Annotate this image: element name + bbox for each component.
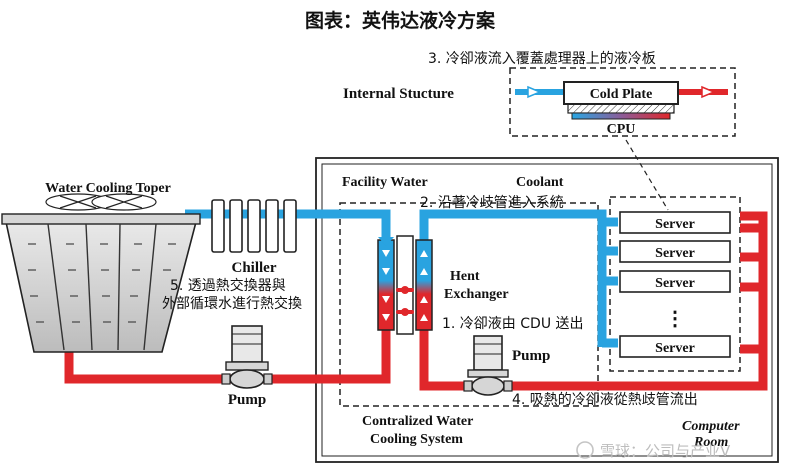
- server-box: [619, 240, 731, 263]
- right-pump-housing: [471, 376, 505, 396]
- heat-transfer-dot-icon: [401, 286, 409, 294]
- chiller-fin: [283, 199, 297, 253]
- facility-water-label: Facility Water: [342, 175, 428, 190]
- server-item: Server: [619, 240, 731, 263]
- cooling-tower-water-dashes: [28, 243, 176, 323]
- step-2-label: 2. 沿著冷歧管進入系統: [420, 195, 564, 211]
- step-1-label: 1. 冷卻液由 CDU 送出: [442, 316, 584, 332]
- left-pump-housing: [229, 369, 265, 389]
- water-cooling-tower-label: Water Cooling Toper: [45, 181, 171, 196]
- coolant-return-manifold: [419, 211, 768, 391]
- server-item: Server: [619, 335, 731, 358]
- cpu-leader-line: [625, 139, 669, 211]
- flow-down-arrow-icon: [382, 314, 390, 321]
- watermark: 雪球：公司与产业V: [576, 441, 731, 460]
- facility-water-arrow-icon: [378, 237, 394, 246]
- water-cooling-tower: [1, 193, 201, 353]
- cpu-chip: [571, 112, 671, 120]
- step-5-label-line-1: 5. 透過熱交換器與: [170, 277, 286, 294]
- cpu-label: CPU: [607, 122, 636, 137]
- cold-plate-inlet-arrow-icon: [527, 85, 542, 99]
- cooling-tower-rib: [47, 223, 65, 351]
- heat-exchanger-core: [396, 235, 414, 335]
- chiller-fin: [229, 199, 243, 253]
- cooling-tower-rib: [143, 223, 157, 351]
- heat-exchanger-label-1: Hent: [450, 269, 480, 284]
- step-3-label: 3. 冷卻液流入覆蓋處理器上的液冷板: [428, 51, 656, 67]
- heat-transfer-dot-icon: [401, 308, 409, 316]
- server-ellipsis-icon: ⋮: [665, 308, 685, 330]
- fan-blade-icon: [59, 195, 143, 209]
- chiller-label: Chiller: [232, 260, 277, 276]
- cooling-tower-body: [5, 221, 198, 353]
- cdu-label-2: Cooling System: [370, 432, 463, 447]
- computer-room-label-2: Room: [693, 435, 728, 450]
- cdu-label-1: Contralized Water: [362, 414, 473, 429]
- chiller-fin: [211, 199, 225, 253]
- server-label: Server: [655, 276, 695, 291]
- server-item: Server: [619, 211, 731, 234]
- heat-exchanger-label-2: Exchanger: [444, 287, 509, 302]
- thermal-interface-layer: [567, 103, 675, 114]
- right-pump-flange: [467, 369, 509, 378]
- step-4-label: 4. 吸熱的冷卻液從熱歧管流出: [512, 392, 698, 408]
- cooling-tower-rib: [117, 223, 121, 351]
- cold-plate-outlet-arrow-icon: [701, 85, 716, 99]
- heat-exchanger-flow-arrows: [382, 250, 428, 321]
- server-box: [619, 270, 731, 293]
- flow-down-arrow-icon: [382, 250, 390, 257]
- computer-room-inner-frame: [321, 163, 773, 457]
- flow-down-arrow-icon: [382, 296, 390, 303]
- flow-up-arrow-icon: [420, 250, 428, 257]
- chiller-fin: [265, 199, 279, 253]
- server-box: [619, 335, 731, 358]
- pump-left-label: Pump: [228, 392, 266, 408]
- heat-transfer-dots: [401, 286, 409, 316]
- watermark-text: 雪球：公司与产业V: [600, 442, 731, 460]
- internal-structure-box: [509, 67, 736, 137]
- step-5-label-line-2: 外部循環水進行熱交換: [162, 295, 302, 312]
- flow-up-arrow-icon: [420, 296, 428, 303]
- watermark-logo-icon: [576, 441, 594, 459]
- computer-room-label-1: Computer: [682, 419, 740, 434]
- coolant-label: Coolant: [516, 175, 564, 190]
- server-list: Server Server Server ⋮ Server: [619, 211, 731, 358]
- server-label: Server: [655, 217, 695, 232]
- cdu-box: [339, 202, 599, 407]
- left-pump: [221, 325, 273, 389]
- computer-room-frame: [315, 157, 779, 463]
- right-pump: [463, 335, 513, 396]
- chiller-fin: [247, 199, 261, 253]
- server-box: [619, 211, 731, 234]
- flow-up-arrow-icon: [420, 314, 428, 321]
- pump-right-label: Pump: [512, 348, 550, 364]
- cooling-tower-top-rim: [1, 213, 201, 225]
- left-pump-flange: [225, 361, 269, 371]
- server-label: Server: [655, 246, 695, 261]
- chiller-fins: [211, 199, 297, 253]
- right-pump-motor: [473, 335, 503, 371]
- cold-plate-label: Cold Plate: [590, 87, 653, 102]
- cooling-tower-fans: [45, 193, 157, 211]
- server-label: Server: [655, 341, 695, 356]
- heat-exchanger-right-plate: [415, 239, 433, 331]
- cooling-tower-rib: [85, 223, 93, 351]
- internal-structure-label: Internal Stucture: [343, 86, 454, 102]
- chiller: [211, 199, 297, 253]
- cooling-tower-ribs: [47, 223, 157, 351]
- page-title: 图表：英伟达液冷方案: [305, 9, 496, 32]
- flow-up-arrow-icon: [420, 268, 428, 275]
- flow-down-arrow-icon: [382, 268, 390, 275]
- server-item: Server: [619, 270, 731, 293]
